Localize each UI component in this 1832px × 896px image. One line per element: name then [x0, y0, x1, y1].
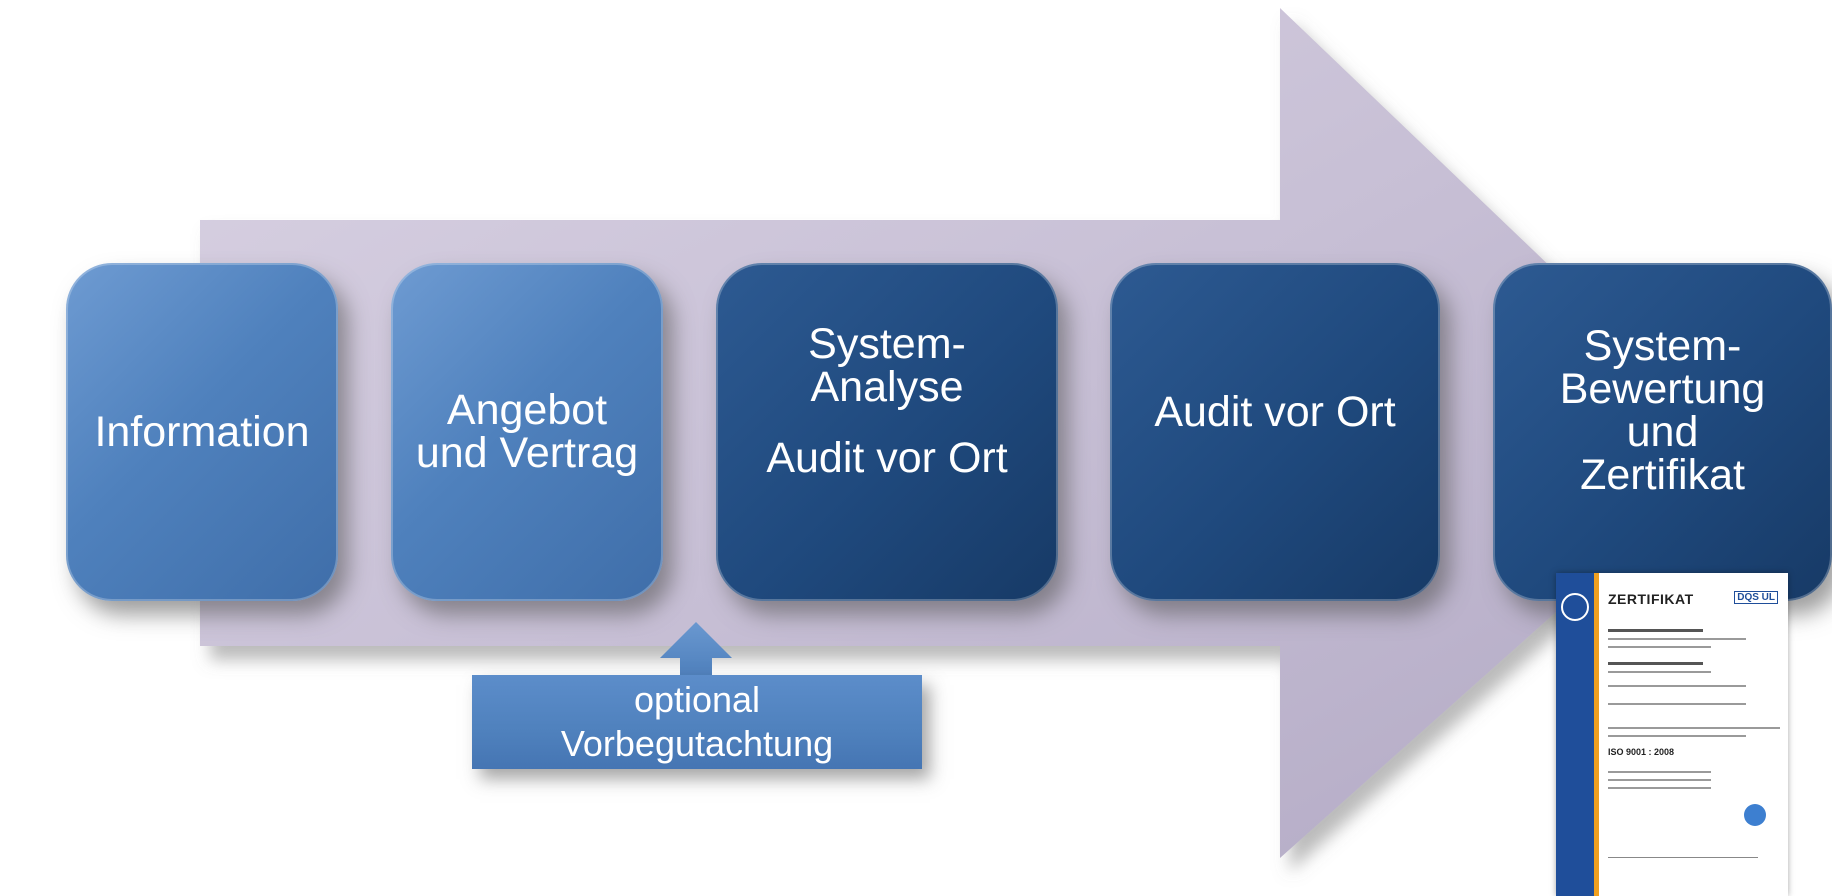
step-analyse-line3: Audit vor Ort [766, 434, 1008, 482]
certificate-text-line [1608, 662, 1703, 665]
step-bewertung-line3: und [1626, 408, 1699, 456]
certificate-image: DQS UL ZERTIFIKAT ISO 9001 : 2008 [1556, 573, 1788, 896]
step-analyse-line1: System- [808, 320, 966, 368]
step-bewertung-zertifikat: System- Bewertung und Zertifikat [1493, 263, 1832, 601]
optional-line2: Vorbegutachtung [560, 723, 834, 764]
certificate-text-line [1608, 671, 1712, 673]
step-angebot-vertrag: Angebot und Vertrag [391, 263, 663, 601]
certificate-text-line [1608, 779, 1712, 781]
certificate-text-line [1608, 685, 1746, 687]
step-bewertung-line4: Zertifikat [1580, 451, 1745, 499]
certificate-text-line [1608, 703, 1746, 705]
optional-pre-assessment: optional Vorbegutachtung [472, 675, 922, 769]
certificate-badge-icon [1744, 804, 1766, 826]
certificate-title: ZERTIFIKAT [1608, 591, 1694, 607]
certificate-signature [1608, 837, 1758, 858]
certificate-text-line [1608, 638, 1746, 640]
step-analyse-line2: Analyse [810, 363, 964, 411]
step-information: Information [66, 263, 338, 601]
certificate-side-stripe [1594, 573, 1599, 896]
step-audit-vor-ort: Audit vor Ort [1110, 263, 1440, 601]
certificate-content: ZERTIFIKAT ISO 9001 : 2008 [1608, 591, 1780, 789]
certificate-standard: ISO 9001 : 2008 [1608, 747, 1675, 757]
step-audit-label: Audit vor Ort [1154, 388, 1396, 436]
step-angebot-line2: und Vertrag [415, 429, 639, 477]
step-information-label: Information [94, 407, 310, 456]
certificate-text-line [1608, 629, 1703, 632]
certificate-side-bar [1556, 573, 1594, 896]
certificate-text-line [1608, 787, 1712, 789]
step-bewertung-line1: System- [1583, 322, 1742, 370]
certificate-text-line [1608, 735, 1746, 737]
certificate-text-line [1608, 727, 1780, 729]
step-angebot-line1: Angebot [446, 386, 608, 434]
certificate-text-line [1608, 771, 1712, 773]
step-bewertung-line2: Bewertung [1559, 365, 1766, 413]
certificate-text-line [1608, 646, 1712, 648]
optional-line1: optional [633, 679, 761, 720]
certificate-seal-icon [1561, 593, 1589, 621]
certificate-logo: DQS UL [1734, 591, 1778, 604]
up-arrow-icon [660, 622, 732, 686]
step-system-analyse: System- Analyse Audit vor Ort [716, 263, 1058, 601]
